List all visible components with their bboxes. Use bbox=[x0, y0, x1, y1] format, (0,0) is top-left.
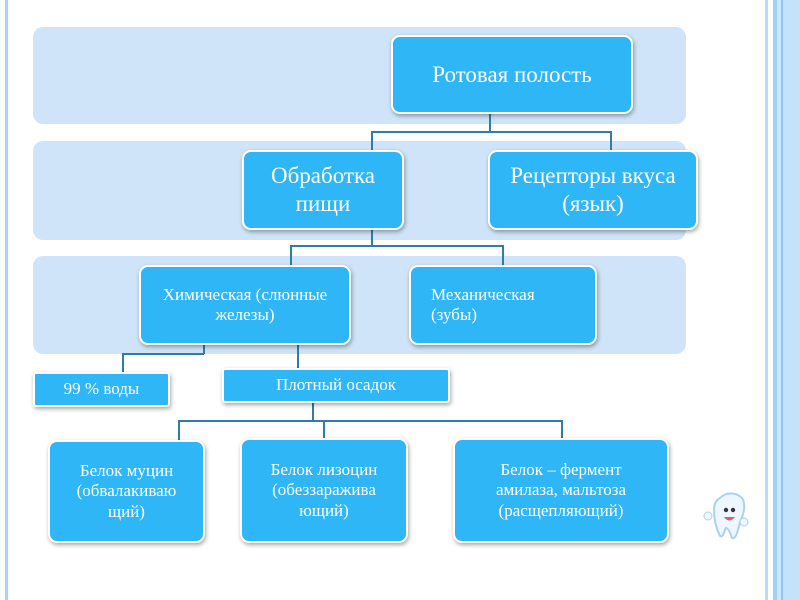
tooth-mascot-icon bbox=[703, 492, 749, 540]
node-oral-cavity: Ротовая полость bbox=[391, 35, 633, 114]
connector bbox=[290, 245, 292, 265]
connector bbox=[178, 420, 563, 422]
connector bbox=[323, 420, 325, 438]
node-food-processing: Обработка пищи bbox=[242, 150, 404, 230]
left-border bbox=[5, 0, 8, 600]
connector bbox=[312, 403, 314, 421]
connector bbox=[502, 245, 504, 265]
connector bbox=[371, 131, 373, 150]
connector bbox=[610, 131, 612, 150]
connector bbox=[122, 353, 204, 355]
node-water: 99 % воды bbox=[33, 372, 170, 407]
connector bbox=[561, 420, 563, 438]
node-lysozyme: Белок лизоцин (обеззаражива ющий) bbox=[240, 438, 408, 543]
node-dense-residue: Плотный осадок bbox=[222, 368, 450, 403]
node-taste-receptors: Рецепторы вкуса (язык) bbox=[488, 150, 698, 230]
connector bbox=[297, 345, 299, 368]
node-chemical: Химическая (слюнные железы) bbox=[139, 265, 351, 345]
connector bbox=[122, 353, 124, 372]
node-mucin: Белок муцин (обвалакиваю щий) bbox=[48, 440, 205, 543]
connector bbox=[203, 345, 205, 354]
connector bbox=[371, 230, 373, 246]
connector bbox=[489, 114, 491, 132]
node-amylase: Белок – фермент амилаза, мальтоза (расще… bbox=[453, 438, 669, 543]
node-mechanical: Механическая (зубы) bbox=[409, 265, 597, 345]
right-border bbox=[765, 0, 800, 600]
connector bbox=[290, 245, 504, 247]
connector bbox=[178, 420, 180, 440]
connector bbox=[371, 131, 612, 133]
